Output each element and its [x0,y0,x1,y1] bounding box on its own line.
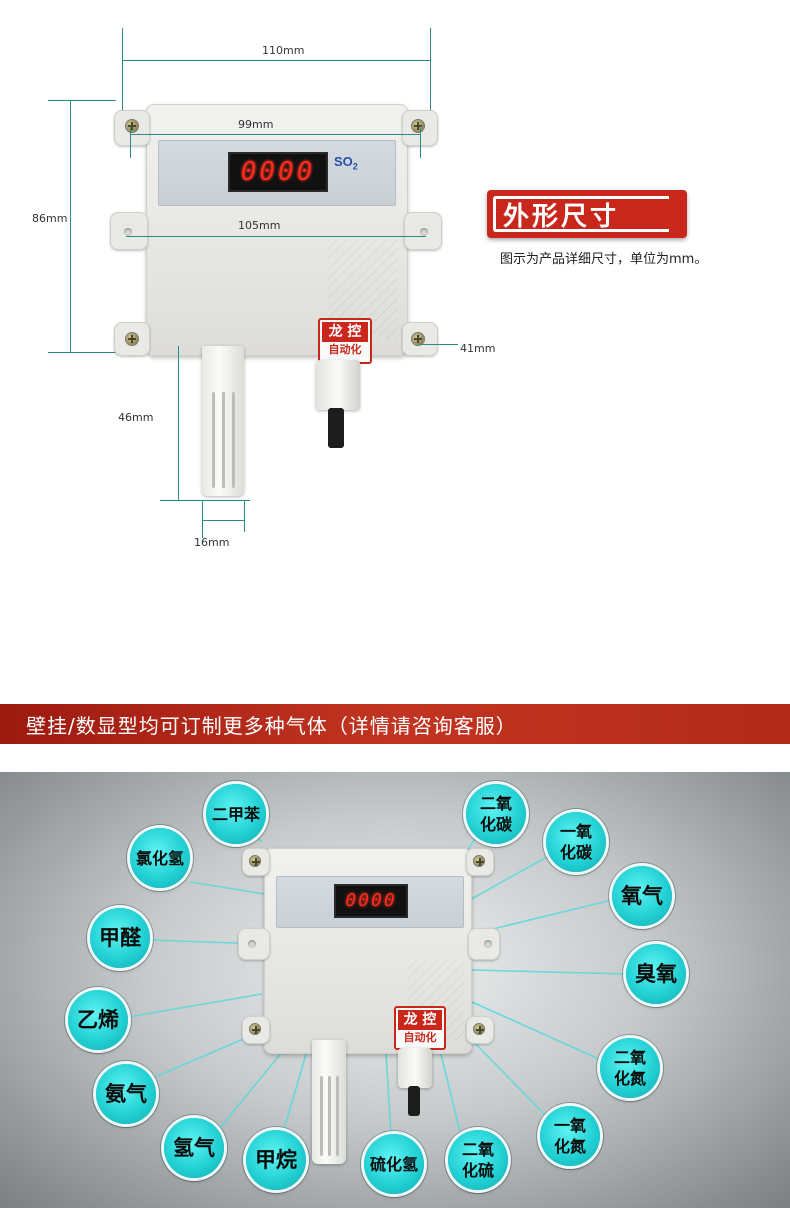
dim-guide [48,100,116,101]
mount-hole [124,228,132,236]
gas-type-label: SO2 [334,154,358,172]
dim-label-probe-length: 46mm [118,411,154,424]
mount-hole [484,940,492,948]
dim-label-panel: 99mm [238,118,274,131]
dim-guide [130,126,131,158]
dim-guide [202,500,203,538]
gas-bubble-oxygen: 氧气 [612,866,672,926]
gas-bubble-formaldehyde: 甲醛 [90,908,150,968]
dim-line-105 [126,236,426,237]
connector-line [465,1033,553,1123]
connector-line [471,969,629,975]
gas-bubble-hydrogen: 氢气 [164,1118,224,1178]
section-title: 外形尺寸 [503,202,620,232]
dim-guide [430,28,431,120]
connector-lines [127,815,629,1153]
probe-slot [222,392,225,488]
dim-line-41 [420,344,458,345]
screw-icon [412,333,424,345]
gas-bubble-hydrogen-chloride: 氯化氢 [130,828,190,888]
dim-guide [48,352,148,353]
banner-text: 壁挂/数显型均可订制更多种气体（详情请咨询客服） [26,713,517,738]
probe-slot [212,392,215,488]
gas-bubble-hydrogen-sulfide: 硫化氢 [364,1134,424,1194]
dim-line-46 [178,346,179,500]
connector-line [437,1041,466,1153]
gas-bubble-ammonia: 氨气 [96,1064,156,1124]
dim-guide [122,28,123,120]
brand-stamp-bottom: 自动化 [328,343,362,356]
screw-icon [126,120,138,132]
gas-bubble-ozone: 臭氧 [626,944,686,1004]
mount-hole [248,940,256,948]
dim-guide [244,500,245,532]
dim-label-body: 105mm [238,219,281,232]
connector-line [154,1033,256,1078]
cable-gland [316,360,360,410]
mount-hole [420,228,428,236]
screw-icon [250,1024,260,1034]
gas-bubble-xylene: 二甲苯 [206,784,266,844]
brand-stamp: 龙 控 自动化 [394,1006,446,1050]
screw-icon [126,333,138,345]
dim-label-probe-diameter: 16mm [194,536,230,549]
gas-bubble-methane: 甲烷 [246,1130,306,1190]
dim-label-width-total: 110mm [262,44,305,57]
gas-bubble-nitric-oxide: 一氧化氮 [540,1106,600,1166]
cable-gland [398,1048,432,1088]
gas-bubble-sulfur-dioxide: 二氧化硫 [448,1130,508,1190]
screw-icon [412,120,424,132]
gas-bubble-ethylene: 乙烯 [68,990,128,1050]
badge-frame [493,196,669,232]
gas-bubble-carbon-monoxide: 一氧化碳 [546,812,606,872]
dim-line-16 [202,520,244,521]
brand-stamp-bottom: 自动化 [403,1031,437,1044]
dim-line-99 [130,134,420,135]
connector-line [465,853,553,903]
screw-icon [474,1024,484,1034]
gas-bubble-nitrogen-dioxide: 二氧化氮 [600,1038,660,1098]
led-display: 0000 [334,884,408,918]
section-description: 图示为产品详细尺寸，单位为mm。 [500,252,708,267]
brand-stamp: 龙 控 自动化 [318,318,372,364]
connector-line [127,993,263,1018]
dim-guide [420,126,421,158]
dim-guide [160,500,250,501]
screw-icon [474,856,484,866]
connector-line [471,1001,611,1065]
connector-line [384,1036,393,1153]
probe-slot [336,1076,339,1156]
probe-slot [232,392,235,488]
gas-bubble-carbon-dioxide: 二氧化碳 [466,784,526,844]
brand-stamp-top: 龙 控 [322,322,368,342]
section-title-badge: 外形尺寸 [487,190,687,238]
cable [328,408,344,448]
probe-slot [320,1076,323,1156]
dim-line-86 [70,100,71,352]
connector-line [189,881,266,895]
cable [408,1086,420,1116]
connector-line [209,1051,283,1141]
dim-line-110 [122,60,430,61]
dim-label-depth: 41mm [460,342,496,355]
screw-icon [250,856,260,866]
probe-slot [328,1076,331,1156]
led-display: 0000 [228,152,328,192]
dim-label-height: 86mm [32,212,68,225]
brand-stamp-top: 龙 控 [398,1010,442,1030]
custom-gas-banner: 壁挂/数显型均可订制更多种气体（详情请咨询客服） [0,704,790,744]
